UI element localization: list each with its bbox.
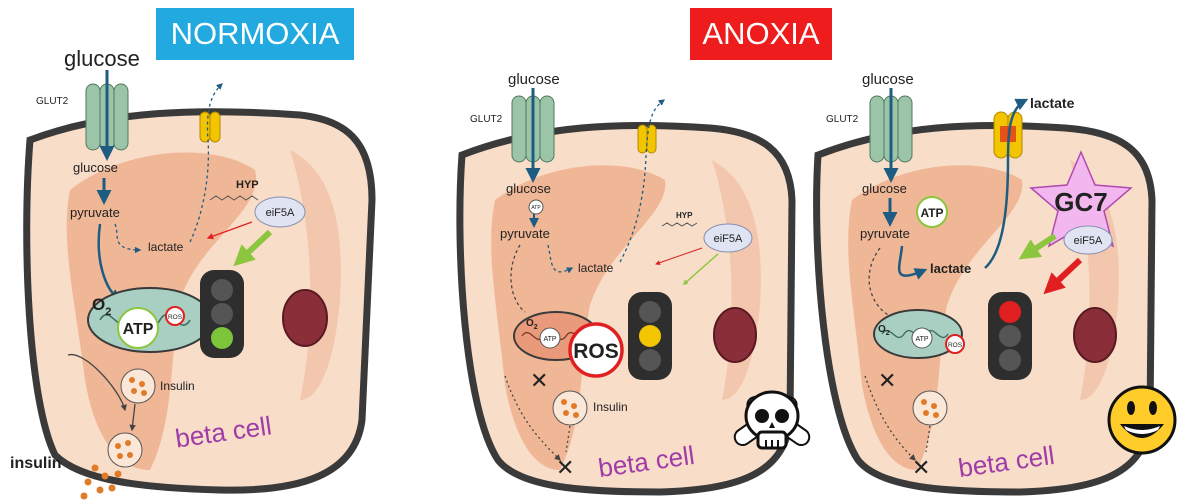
atp-circle [117,307,159,349]
insulin-secreted-label: insulin [10,455,62,472]
insulin-vesicle-label: Insulin [593,400,628,414]
blocked-x-mark-2: ✕ [556,455,574,480]
pyruvate-to-lactate-arrow [897,245,928,280]
glut2-transporter [511,95,555,163]
panel-anoxia-gc7: glucose GLUT2 lactate glucose ATP pyruva… [813,71,1177,496]
cytoplasm-shading [290,150,341,400]
ros-label: ROS [168,314,183,321]
eif5a-label: eiF5A [1074,235,1103,247]
normoxia-title: NORMOXIA [156,8,354,60]
pyruvate-to-mito-dashed [510,244,526,313]
traffic-light-yellow [628,292,672,380]
atp-mito-circle [539,327,561,349]
lactate-out-label: lactate [1030,95,1075,111]
glucose-inside-label: glucose [506,181,551,196]
blocked-x-mark: ✕ [878,368,896,393]
nucleus [1073,307,1117,363]
pyruvate-to-lactate-arrow [114,223,142,254]
eif5a-red-arrow [655,247,703,266]
blocked-x-mark: ✕ [530,368,548,393]
eif5a-label: eiF5A [714,233,743,245]
ros-big-circle [568,322,624,378]
ros-label: ROS [948,342,963,349]
eif5a-protein [703,223,753,253]
lactate-label: lactate [148,240,184,254]
glucose-top-label: glucose [64,46,140,71]
blocked-vesicle-path [925,425,931,453]
glucose-top-label: glucose [508,71,560,88]
insulin-vesicle [912,390,948,426]
nucleus [282,289,328,347]
lactate-export-arrow [984,98,1029,269]
anoxia-title: ANOXIA [690,8,832,60]
insulin-vesicle [552,390,588,426]
lactate-label: lactate [930,261,971,276]
blocked-vesicle-path [565,425,571,453]
glut2-label: GLUT2 [36,96,69,107]
eif5a-green-arrow [682,253,719,286]
insulin-release-arrow [67,354,127,412]
lactate-transporter [199,111,221,143]
glucose-inside-label: glucose [73,160,118,175]
glut2-label: GLUT2 [826,114,859,125]
eif5a-protein [254,196,306,228]
insulin-vesicle-label: Insulin [160,379,195,393]
insulin-vesicle [120,368,156,404]
o2-label: O2 [878,324,890,337]
eif5a-red-arrow [206,221,253,240]
ros-circle [165,306,185,326]
ros-circle [945,334,965,354]
exocytosis-vesicle [107,432,143,468]
normoxia-title-text: NORMOXIA [170,16,340,51]
glut2-label: GLUT2 [470,114,503,125]
hyp-label: HYP [676,211,693,220]
traffic-light-green [200,270,244,358]
atp-label: ATP [123,321,154,338]
vesicle-to-membrane-arrow [129,403,136,432]
atp-mito-label: ATP [915,336,928,343]
glucose-inside-label: glucose [862,181,907,196]
skull-and-crossbones-icon [733,390,811,450]
atp-label: ATP [920,206,943,220]
panel-normoxia: glucose GLUT2 glucose pyruvate lactate H… [10,46,376,500]
atp-small-circle [528,199,544,215]
blocked-x-mark-2: ✕ [912,455,930,480]
panel-anoxia-untreated: glucose GLUT2 glucose ATP pyruvate lacta… [456,71,811,496]
o2-label: O2 [526,318,538,331]
pyruvate-to-mito-dashed [868,247,891,317]
secreted-insulin-granules [80,464,122,500]
red-arrow [1043,257,1083,295]
nucleus [713,307,757,363]
grinning-face-icon [1107,385,1177,455]
gc7-label: GC7 [1054,187,1107,217]
o2-label: O2 [92,295,111,318]
eif5a-protein [1063,225,1113,255]
atp-mito-label: ATP [543,336,556,343]
hypusine-chain [661,222,698,227]
lactate-export-arrow [189,83,223,243]
eif5a-green-arrow [233,229,273,267]
lactate-label: lactate [578,261,614,275]
green-arrow [1018,233,1057,260]
traffic-light-red [988,292,1032,380]
hypusine-chain [209,195,259,201]
pyruvate-label: pyruvate [70,205,120,220]
atp-circle [916,196,948,228]
atp-small-label: ATP [531,205,541,211]
blocked-secretion-path [864,375,916,461]
eif5a-label: eiF5A [266,207,295,219]
pyruvate-label: pyruvate [860,226,910,241]
atp-mito-circle [911,327,933,349]
ros-big-label: ROS [573,340,619,363]
hyp-label: HYP [236,179,259,191]
anoxia-title-text: ANOXIA [702,16,820,51]
lactate-transporter [637,124,657,154]
lactate-export-arrow [619,99,666,263]
glucose-top-label: glucose [862,71,914,88]
pyruvate-label: pyruvate [500,226,550,241]
